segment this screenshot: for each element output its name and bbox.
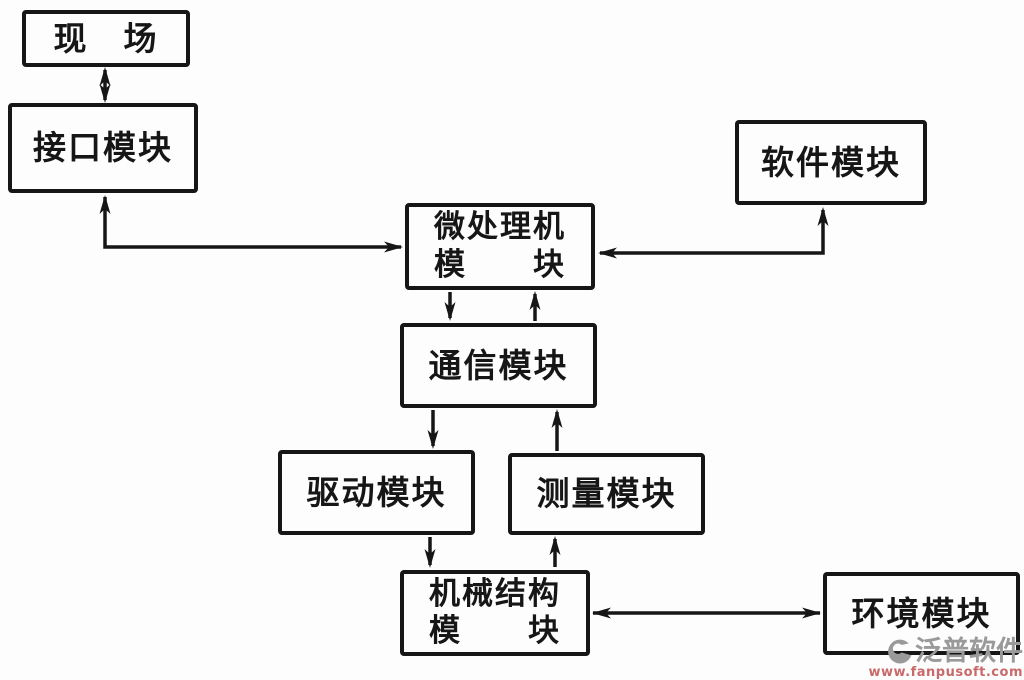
box-environment-module: 环境模块 <box>823 572 1020 655</box>
box-drive-label: 驱动模块 <box>306 472 447 512</box>
box-environment-label: 环境模块 <box>851 593 992 633</box>
box-software-module: 软件模块 <box>735 120 927 205</box>
box-communication-label: 通信模块 <box>428 345 569 385</box>
box-interface-module: 接口模块 <box>8 103 198 193</box>
box-software-label: 软件模块 <box>761 142 901 182</box>
box-microprocessor-label-line2: 模 块 <box>434 246 566 283</box>
box-microprocessor-module: 微处理机 模 块 <box>405 203 595 290</box>
arrow-interface-micro <box>103 197 401 249</box>
watermark-url: www.fanpusoft.com <box>868 665 1023 680</box>
box-microprocessor-label-line1: 微处理机 <box>434 209 566 246</box>
box-field: 现 场 <box>22 10 190 67</box>
box-drive-module: 驱动模块 <box>278 450 475 535</box>
box-interface-label: 接口模块 <box>33 128 173 168</box>
box-measurement-module: 测量模块 <box>508 453 705 535</box>
fanpu-logo-icon <box>888 639 912 663</box>
box-communication-module: 通信模块 <box>400 323 597 408</box>
box-field-label: 现 场 <box>53 18 159 58</box>
arrow-micro-software <box>600 210 825 255</box>
box-mechanical-structure-module: 机械结构 模 块 <box>400 570 590 656</box>
watermark: 泛普软件 www.fanpusoft.com <box>868 638 1023 679</box>
box-mechanical-label-line2: 模 块 <box>429 613 561 649</box>
box-measurement-label: 测量模块 <box>536 474 677 514</box>
arrowheads <box>99 67 829 619</box>
box-mechanical-label-line1: 机械结构 <box>429 575 561 612</box>
watermark-brand: 泛普软件 <box>915 636 1023 667</box>
